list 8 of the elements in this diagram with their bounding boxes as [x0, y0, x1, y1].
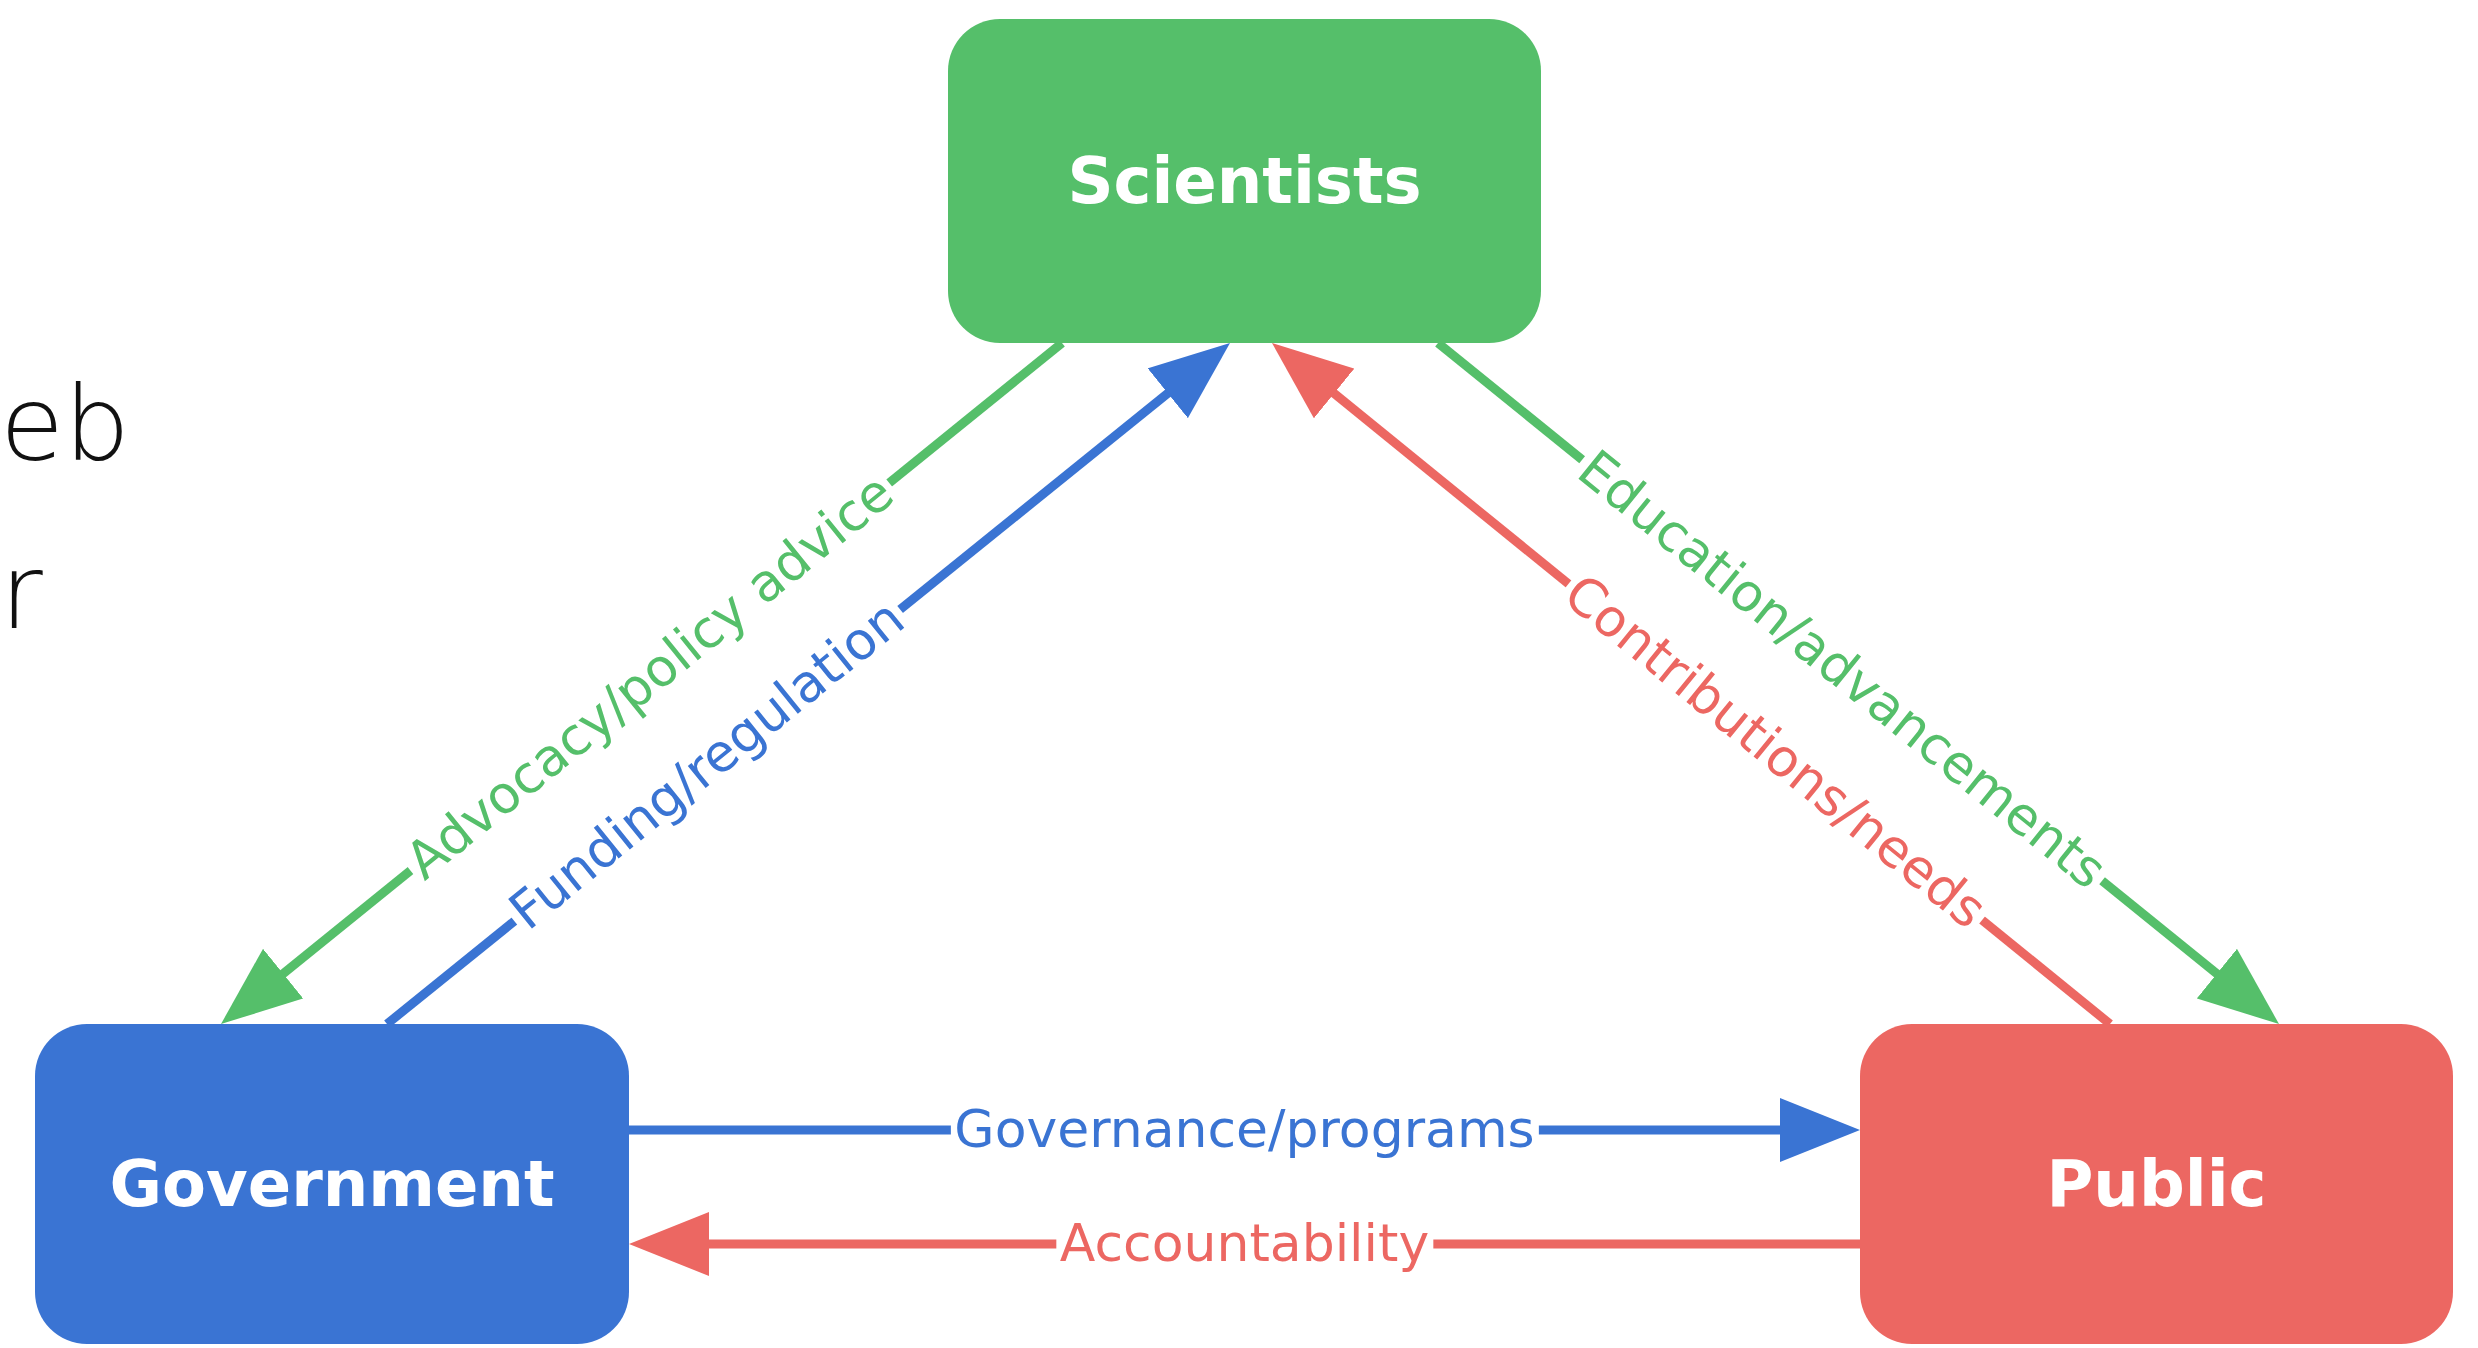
node-box — [35, 1024, 629, 1344]
node-label: Public — [2046, 1147, 2267, 1221]
text-fragment: eb — [0, 372, 130, 476]
node-box — [1860, 1024, 2453, 1344]
text-fragment: r — [0, 540, 43, 644]
node-box — [948, 19, 1541, 343]
node-label: Government — [109, 1147, 555, 1221]
node-label: Scientists — [1067, 144, 1422, 218]
